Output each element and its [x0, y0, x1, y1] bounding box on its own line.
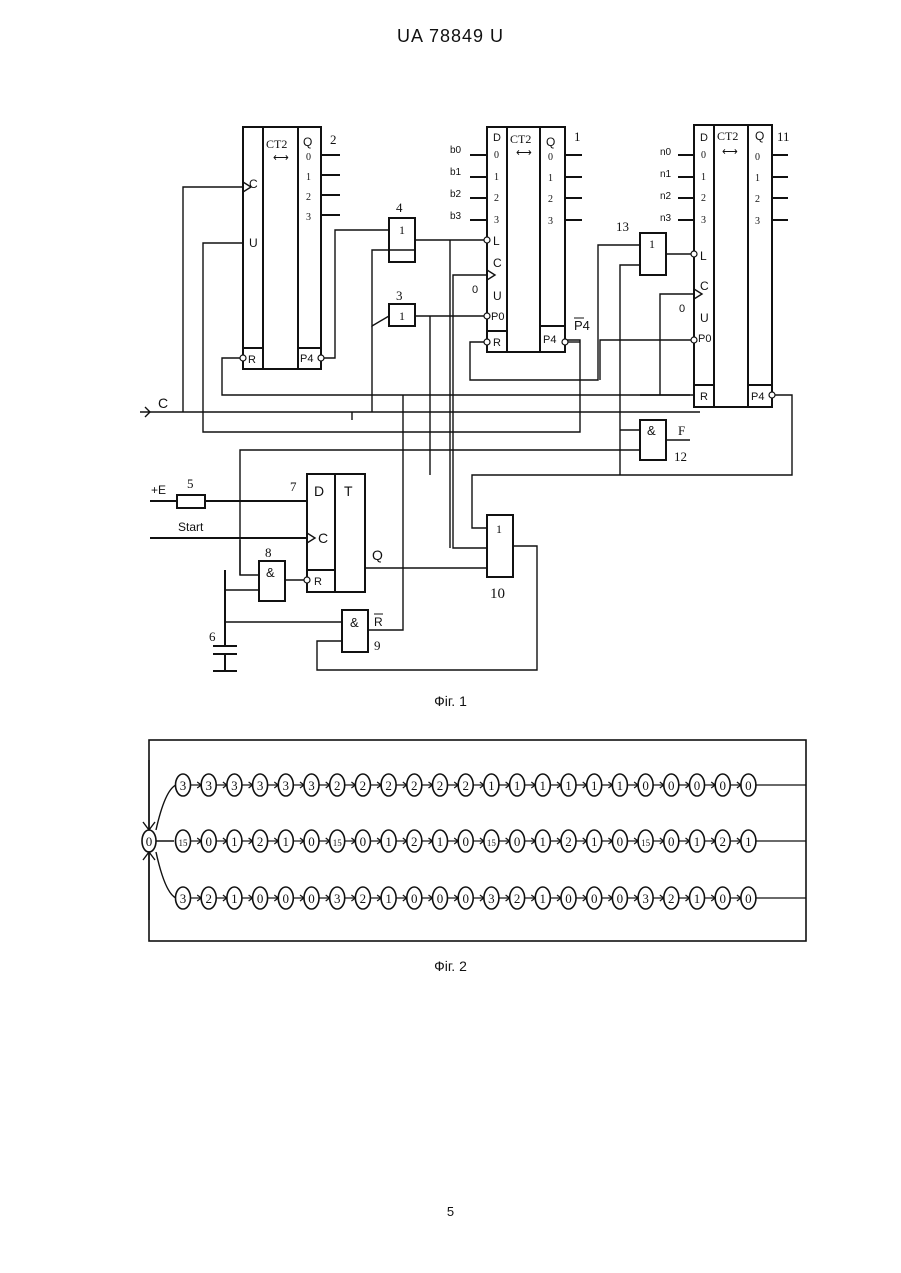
state-value: 1: [437, 834, 444, 849]
state-value: 0: [462, 891, 469, 906]
state-value: 0: [694, 778, 701, 793]
branch-arrow: [156, 785, 176, 830]
state-value: 0: [308, 834, 315, 849]
state-value: 0: [745, 891, 752, 906]
state-value: 1: [514, 778, 521, 793]
state-value: 0: [668, 778, 675, 793]
state-value: 1: [591, 834, 598, 849]
state-value: 3: [180, 891, 187, 906]
state-value: 1: [540, 778, 547, 793]
state-value: 2: [411, 778, 418, 793]
state-value: 2: [360, 891, 367, 906]
state-value: 1: [565, 778, 572, 793]
state-value: 1: [745, 834, 752, 849]
state-value: 0: [437, 891, 444, 906]
state-value: 0: [642, 778, 649, 793]
state-value: 1: [385, 834, 392, 849]
state-value: 3: [283, 778, 290, 793]
state-value: 2: [719, 834, 726, 849]
state-value: 0: [719, 891, 726, 906]
state-value: 0: [462, 834, 469, 849]
state-value: 2: [205, 891, 212, 906]
state-value: 0: [668, 834, 675, 849]
branch-arrow: [156, 852, 176, 898]
state-value: 2: [411, 834, 418, 849]
figure-2-caption: Фіг. 2: [0, 958, 901, 974]
state-value: 15: [641, 838, 651, 848]
state-value: 1: [591, 778, 598, 793]
state-value: 0: [719, 778, 726, 793]
state-value: 1: [617, 778, 624, 793]
state-value: 0: [617, 891, 624, 906]
state-value: 1: [231, 891, 238, 906]
state-value: 0: [411, 891, 418, 906]
state-value: 15: [333, 838, 343, 848]
state-value: 0: [257, 891, 264, 906]
state-value: 15: [179, 838, 189, 848]
page-number: 5: [0, 1204, 901, 1219]
state-value: 2: [334, 778, 341, 793]
state-value: 2: [385, 778, 392, 793]
state-value: 1: [694, 891, 701, 906]
state-value: 1: [231, 834, 238, 849]
state-start-label: 0: [146, 834, 153, 849]
state-value: 1: [540, 834, 547, 849]
state-value: 1: [488, 778, 495, 793]
state-value: 1: [283, 834, 290, 849]
state-value: 2: [462, 778, 469, 793]
state-value: 2: [565, 834, 572, 849]
state-value: 0: [283, 891, 290, 906]
state-value: 2: [668, 891, 675, 906]
state-value: 3: [642, 891, 649, 906]
state-value: 0: [565, 891, 572, 906]
state-value: 0: [205, 834, 212, 849]
state-value: 0: [617, 834, 624, 849]
state-value: 3: [308, 778, 315, 793]
state-value: 0: [360, 834, 367, 849]
state-value: 1: [694, 834, 701, 849]
state-value: 3: [488, 891, 495, 906]
state-value: 3: [205, 778, 212, 793]
state-value: 2: [514, 891, 521, 906]
state-value: 2: [360, 778, 367, 793]
state-value: 0: [308, 891, 315, 906]
state-value: 1: [540, 891, 547, 906]
state-value: 3: [180, 778, 187, 793]
state-value: 3: [257, 778, 264, 793]
state-value: 0: [745, 778, 752, 793]
state-value: 1: [385, 891, 392, 906]
state-value: 2: [257, 834, 264, 849]
state-value: 2: [437, 778, 444, 793]
state-value: 3: [334, 891, 341, 906]
state-value: 3: [231, 778, 238, 793]
state-value: 0: [514, 834, 521, 849]
state-value: 15: [487, 838, 497, 848]
state-value: 0: [591, 891, 598, 906]
